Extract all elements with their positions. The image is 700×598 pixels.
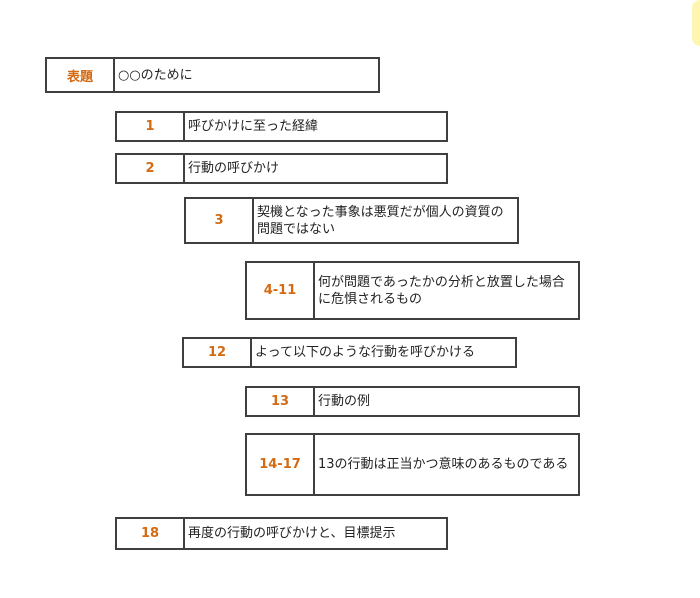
node-18: 18 再度の行動の呼びかけと、目標提示	[115, 517, 448, 550]
node-14-17-text: 13の行動は正当かつ意味のあるものである	[318, 457, 569, 472]
corner-tab[interactable]	[692, 0, 700, 46]
node-14-17: 14-17 13の行動は正当かつ意味のあるものである	[245, 433, 580, 496]
title-node-label: 表題	[47, 59, 115, 91]
node-12-number: 12	[184, 339, 252, 366]
node-3-number: 3	[186, 199, 254, 242]
node-12: 12 よって以下のような行動を呼びかける	[182, 337, 517, 368]
title-node: 表題 ○○のために	[45, 57, 380, 93]
node-18-number: 18	[117, 519, 185, 548]
node-1-text: 呼びかけに至った経緯	[188, 119, 319, 134]
node-1: 1 呼びかけに至った経緯	[115, 111, 448, 142]
node-1-number: 1	[117, 113, 185, 140]
node-2: 2 行動の呼びかけ	[115, 153, 448, 184]
node-13-number: 13	[247, 388, 315, 415]
node-18-text: 再度の行動の呼びかけと、目標提示	[188, 526, 396, 541]
node-14-17-number: 14-17	[247, 435, 315, 494]
node-2-text: 行動の呼びかけ	[188, 161, 280, 176]
node-4-11-text: 何が問題であったかの分析と放置した場合に危惧されるもの	[318, 274, 565, 307]
node-4-11: 4-11 何が問題であったかの分析と放置した場合に危惧されるもの	[245, 261, 580, 320]
node-12-text: よって以下のような行動を呼びかける	[255, 345, 475, 360]
node-13: 13 行動の例	[245, 386, 580, 417]
node-3-text: 契機となった事象は悪質だが個人の資質の問題ではない	[257, 204, 504, 237]
node-2-number: 2	[117, 155, 185, 182]
node-3: 3 契機となった事象は悪質だが個人の資質の問題ではない	[184, 197, 519, 244]
node-4-11-number: 4-11	[247, 263, 315, 318]
title-node-text: ○○のために	[118, 67, 193, 83]
node-13-text: 行動の例	[318, 394, 371, 409]
